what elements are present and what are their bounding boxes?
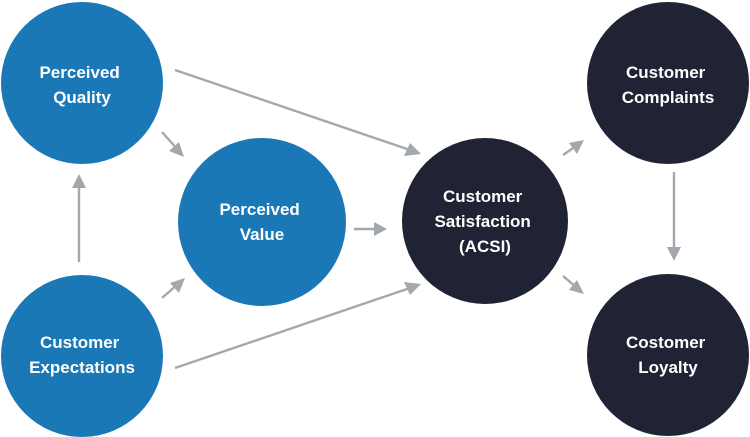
- node-label-line: Perceived: [39, 63, 119, 82]
- arrows: [72, 68, 681, 370]
- svg-text:Perceived Value: Perceived Value: [219, 200, 304, 244]
- arrow-expectations-to-quality: [72, 174, 86, 262]
- svg-text:Costomer Loyalty: Costomer Loyalty: [626, 333, 710, 377]
- node-label-line: Loyalty: [638, 358, 698, 377]
- arrow-quality-to-value: [161, 131, 184, 157]
- arrow-satisfaction-to-complaints: [562, 140, 584, 156]
- node-customer-loyalty: Costomer Loyalty: [587, 274, 749, 436]
- node-label-line: Complaints: [622, 88, 715, 107]
- arrow-satisfaction-to-loyalty: [562, 275, 584, 294]
- node-label-line: Satisfaction: [434, 212, 530, 231]
- node-circle: [402, 138, 568, 304]
- node-label-line: Customer: [626, 63, 706, 82]
- svg-text:Customer Satisfaction: Customer Satisfaction (ACSI): [434, 187, 535, 256]
- arrow-expectations-to-satisfaction: [174, 282, 421, 370]
- svg-text:Customer Expectations: Customer Expectations: [29, 333, 135, 377]
- node-circle: [587, 2, 749, 164]
- node-label-line: Expectations: [29, 358, 135, 377]
- node-circle: [587, 274, 749, 436]
- node-customer-expectations: Customer Expectations: [1, 275, 163, 437]
- arrow-complaints-to-loyalty: [667, 172, 681, 261]
- node-label-line: Customer: [443, 187, 523, 206]
- arrow-expectations-to-value: [161, 278, 185, 299]
- svg-text:Perceived Quality: Perceived Quality: [39, 63, 124, 107]
- node-label-line: Value: [240, 225, 284, 244]
- node-perceived-quality: Perceived Quality: [1, 2, 163, 164]
- arrow-value-to-satisfaction: [354, 222, 387, 236]
- node-circle: [1, 2, 163, 164]
- node-customer-satisfaction: Customer Satisfaction (ACSI): [402, 138, 568, 304]
- node-label-line: Customer: [40, 333, 120, 352]
- node-label-line: Quality: [53, 88, 111, 107]
- node-circle: [178, 138, 346, 306]
- node-circle: [1, 275, 163, 437]
- node-perceived-value: Perceived Value: [178, 138, 346, 306]
- svg-text:Customer Complaints: Customer Complaints: [622, 63, 715, 107]
- arrow-quality-to-satisfaction: [174, 68, 421, 156]
- node-label-line: Costomer: [626, 333, 706, 352]
- node-label-line: Perceived: [219, 200, 299, 219]
- node-customer-complaints: Customer Complaints: [587, 2, 749, 164]
- node-label-line: (ACSI): [459, 237, 511, 256]
